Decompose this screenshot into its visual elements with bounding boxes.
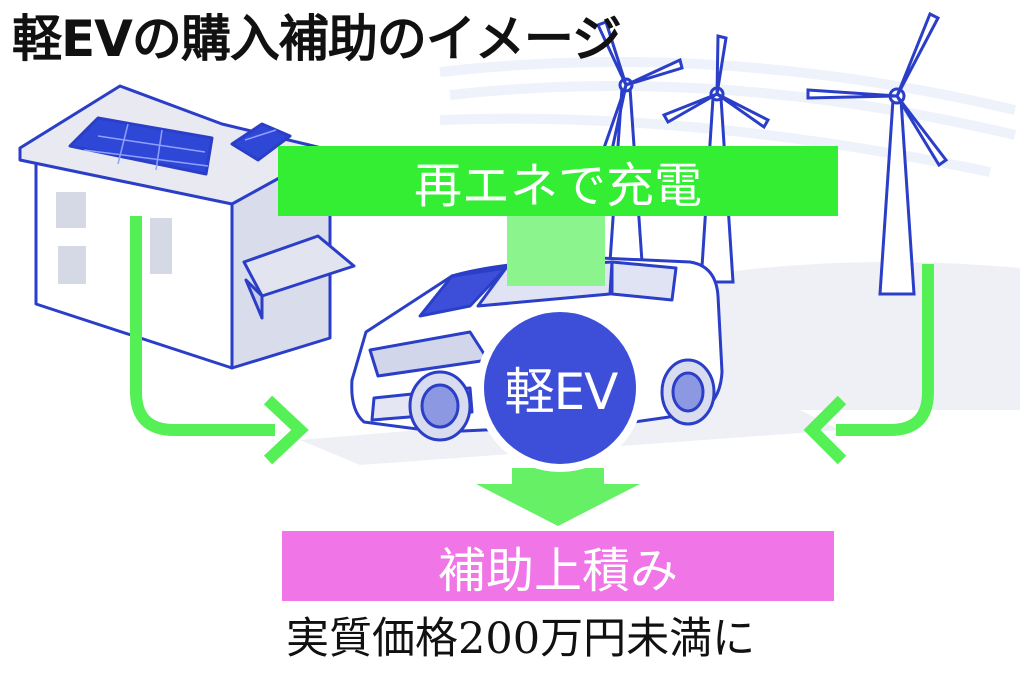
ev-badge-circle: [476, 304, 644, 472]
arrow-wind-to-car: [836, 264, 934, 436]
background-wind-stripes: [439, 56, 1017, 177]
ev-badge-label: 軽EV: [504, 363, 619, 421]
energy-flow-arrows: [130, 216, 934, 526]
result-caption: 実質価格200万円未満に: [286, 614, 756, 664]
wind-turbine-icon: [595, 11, 949, 296]
charge-label: 再エネで充電: [413, 158, 702, 214]
arrow-house-to-car: [130, 216, 275, 436]
charge-banner: [278, 146, 838, 216]
subsidy-banner: [282, 531, 834, 601]
subsidy-label: 補助上積み: [437, 543, 678, 599]
diagram-title: 軽EVの購入補助のイメージ: [12, 10, 622, 68]
arrow-down-to-subsidy: [476, 468, 640, 526]
arrow-wind-to-car-head: [803, 395, 847, 465]
house-with-solar-panels-icon: [18, 84, 356, 370]
arrow-charge-stem: [507, 216, 605, 286]
arrow-house-to-car-head: [263, 395, 309, 465]
